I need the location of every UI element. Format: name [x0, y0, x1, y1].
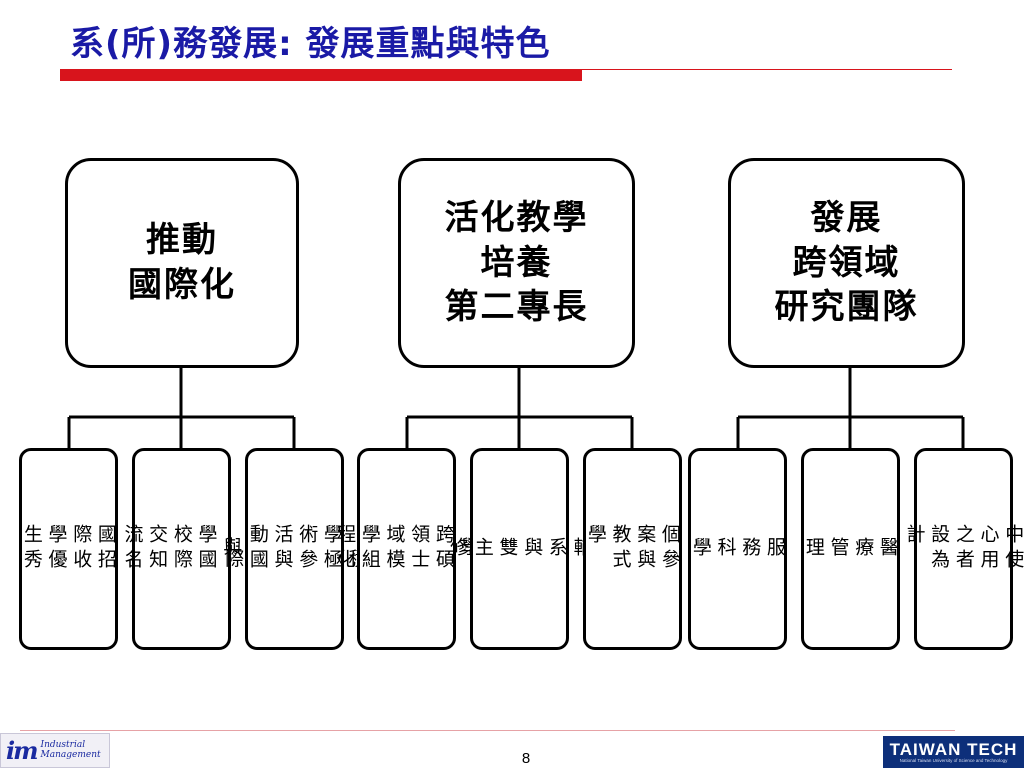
logo-sub-text: National Taiwan University of Science an… — [899, 757, 1008, 763]
diagram-subnode: 中使 心用 之者 設為 計 — [903, 448, 1024, 650]
subnode-label: 服 務 科 學 — [689, 536, 786, 562]
page-number: 8 — [521, 750, 531, 767]
logo-line: Industrial — [40, 739, 86, 750]
diagram-subnode: 學 跨碩 領士 域模 學組 程化 — [334, 448, 480, 650]
title-rule-line — [582, 69, 952, 70]
diagram-node-research: 發展 跨領域 研究團隊 — [728, 158, 965, 368]
diagram-subnode: 積 學極 術參 活與 動國 際 — [222, 448, 368, 650]
footer-divider — [20, 730, 955, 731]
industrial-management-logo: im Industrial Management — [0, 733, 110, 768]
diagram-subnode: 醫 療 管 理 — [801, 448, 900, 650]
title-accent-bar — [60, 69, 582, 81]
subnode-label: 國招 際收 學優 生秀 — [20, 524, 117, 574]
diagram-node-teaching: 活化教學 培養 第二專長 — [398, 158, 635, 368]
logo-line: Management — [40, 749, 101, 760]
subnode-label: 學 跨碩 領士 域模 學組 程化 — [334, 524, 480, 574]
node-label: 推動 國際化 — [128, 220, 236, 305]
logo-text: Industrial Management — [40, 739, 101, 761]
node-label: 活化教學 培養 第二專長 — [444, 197, 589, 328]
diagram-node-international: 推動 國際化 — [65, 158, 299, 368]
subnode-label: 積 學極 術參 活與 動國 際 — [222, 524, 367, 574]
diagram-subnode: 輔 系 與 雙 主 修 — [447, 448, 593, 650]
subnode-label: 中使 心用 之者 設為 計 — [903, 524, 1024, 574]
subnode-label: 輔 系 與 雙 主 修 — [447, 536, 593, 562]
diagram-subnode: 國招 際收 學優 生秀 — [19, 448, 118, 650]
slide-title: 系(所)務發展: 發展重點與特色 — [70, 24, 551, 64]
subnode-label: 個參 案與 教式 學 — [584, 524, 681, 574]
diagram-subnode: 個參 案與 教式 學 — [583, 448, 682, 650]
im-mark: im — [6, 736, 38, 765]
taiwan-tech-logo: TAIWAN TECH National Taiwan University o… — [883, 736, 1024, 768]
diagram-subnode: 服 務 科 學 — [688, 448, 787, 650]
diagram-subnode: 與 學國 校際 交知 流名 — [121, 448, 242, 650]
logo-main-text: TAIWAN TECH — [889, 739, 1018, 759]
subnode-label: 與 學國 校際 交知 流名 — [121, 524, 243, 574]
subnode-label: 醫 療 管 理 — [802, 536, 899, 562]
node-label: 發展 跨領域 研究團隊 — [774, 197, 919, 328]
